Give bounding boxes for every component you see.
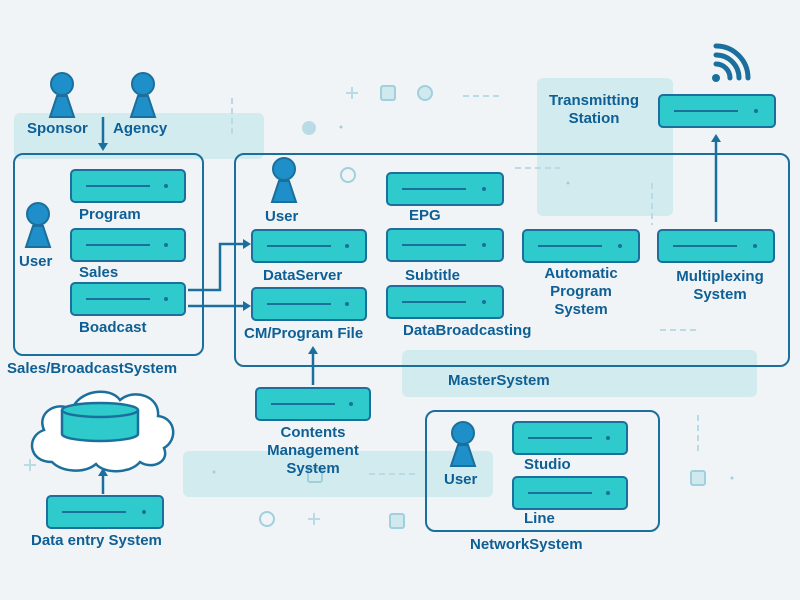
cm-program-file-server[interactable] [251, 287, 367, 321]
broadcast-label: Boadcast [79, 319, 147, 336]
program-server[interactable] [70, 169, 186, 203]
sponsor-label: Sponsor [27, 120, 88, 137]
broadcast-server[interactable] [70, 282, 186, 316]
master-user-label: User [265, 208, 299, 225]
contents-band [183, 451, 493, 497]
sales-broadcast-system-group [13, 153, 204, 356]
master-title-band [402, 350, 757, 397]
person-icon-sales-user [24, 202, 52, 248]
subtitle-server[interactable] [386, 228, 504, 262]
decorative-shapes [24, 85, 734, 529]
data-entry-server[interactable] [46, 495, 164, 529]
transmitting-station-label: Transmitting Station [548, 92, 639, 127]
sales-broadcast-system-title: Sales/BroadcastSystem [7, 360, 178, 377]
line-label: Line [524, 510, 555, 527]
data-entry-label: Data entry System [31, 532, 162, 549]
automatic-program-system-server[interactable] [522, 229, 640, 263]
epg-label: EPG [409, 207, 441, 224]
sales-server[interactable] [70, 228, 186, 262]
contents-management-server[interactable] [255, 387, 371, 421]
network-system-group [425, 410, 660, 532]
sales-user-label: User [19, 253, 53, 270]
master-system-group [234, 153, 790, 367]
studio-server[interactable] [512, 421, 628, 455]
contents-management-label: Contents Management System [267, 424, 359, 477]
subtitle-label: Subtitle [405, 267, 460, 284]
person-icon-master-user [270, 157, 298, 203]
line-server[interactable] [512, 476, 628, 510]
databroadcasting-label: DataBroadcasting [403, 322, 532, 339]
person-icon-network-user [449, 421, 477, 467]
sales-label: Sales [79, 264, 119, 281]
transmitting-band [537, 78, 673, 216]
transmitting-station-server[interactable] [658, 94, 776, 128]
program-label: Program [79, 206, 141, 223]
sponsor-band [14, 113, 264, 159]
dataserver-server[interactable] [251, 229, 367, 263]
wifi-signal-icon [712, 43, 751, 82]
agency-label: Agency [113, 120, 168, 137]
network-user-label: User [444, 471, 478, 488]
multiplexing-system-label: Multiplexing System [676, 268, 764, 303]
databroadcasting-server[interactable] [386, 285, 504, 319]
automatic-program-system-label: Automatic Program System [544, 265, 618, 318]
cm-program-file-label: CM/Program File [244, 325, 364, 342]
multiplexing-system-server[interactable] [657, 229, 775, 263]
epg-server[interactable] [386, 172, 504, 206]
studio-label: Studio [524, 456, 571, 473]
person-icon-sponsor [48, 72, 76, 118]
person-icon-agency [129, 72, 157, 118]
database-cloud-icon [30, 390, 175, 473]
master-system-title: MasterSystem [448, 372, 550, 389]
dataserver-label: DataServer [263, 267, 343, 284]
network-system-title: NetworkSystem [470, 536, 583, 553]
